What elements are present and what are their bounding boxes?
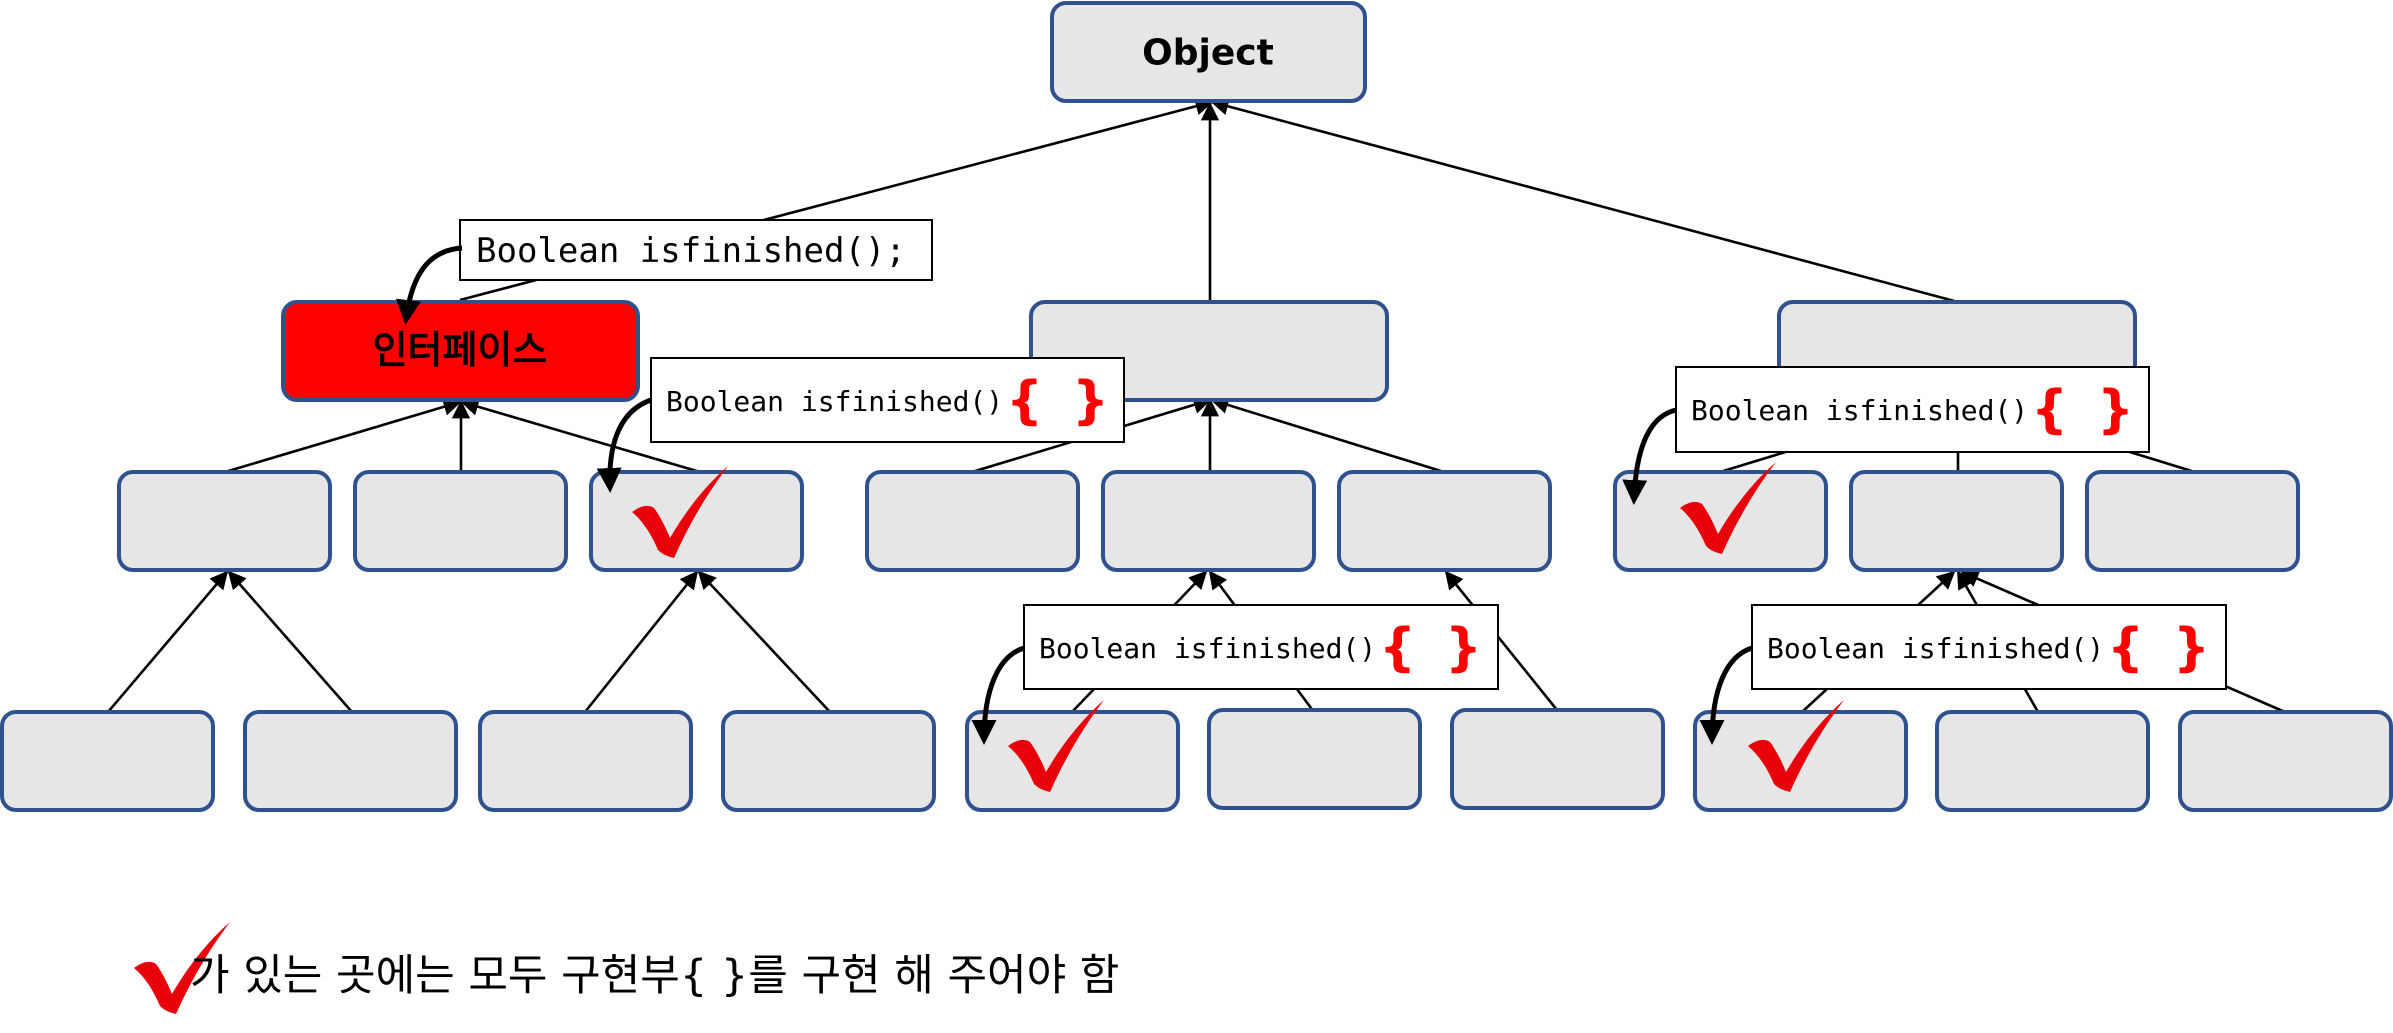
callouts: Boolean isfinished(); Boolean isfinished… [395,219,2227,745]
impl-text-left: Boolean isfinished() [666,385,1003,418]
edge-l2a-to-interface [224,397,462,474]
class-node-m2b [1101,470,1316,572]
impl-pointer-right-top [1622,407,1677,505]
impl-box-left [650,357,1125,443]
legend: 가 있는 곳에는 모두 구현부{ }를 구현 해 주어야 함 [134,922,1119,1014]
impl-pointer-left [596,397,652,493]
interface-label: 인터페이스 [373,328,548,372]
class-node-l3d [721,710,936,812]
edge-l3a-to-l2a [107,570,229,713]
class-node-r2c [2085,470,2300,572]
impl-brace-open-right-bottom: { [2107,618,2144,678]
class-node-m2a [865,470,1080,572]
impl-pointer-right-bottom [1699,645,1753,745]
legend-text: 가 있는 곳에는 모두 구현부{ }를 구현 해 주어야 함 [190,951,1119,1001]
impl-box-right-top [1675,366,2150,453]
abstract-method-callout: Boolean isfinished(); [395,219,933,325]
class-node-m2c [1337,470,1552,572]
class-node-l3b [243,710,458,812]
abstract-method-text: Boolean isfinished(); [476,231,906,271]
abstract-method-pointer [395,245,463,325]
impl-box-middle-bottom [1023,604,1499,690]
edge-l2c-to-interface [460,397,701,474]
edge-m3c-to-m2c [1444,570,1559,711]
impl-brace-open-middle-bottom: { [1379,618,1416,678]
class-node-r2b [1849,470,2064,572]
edge-l3d-to-l2c [697,570,831,713]
impl-brace-close-middle-bottom: } [1445,618,1482,678]
class-node-l2b [353,470,568,572]
impl-pointer-middle-bottom [971,645,1025,745]
impl-text-right-bottom: Boolean isfinished() [1767,632,2104,665]
class-node-r2a [1613,470,1828,572]
impl-text-middle-bottom: Boolean isfinished() [1039,632,1376,665]
impl-callout-left: Boolean isfinished() { } [596,357,1125,493]
abstract-method-box [459,219,933,281]
object-label: Object [1142,33,1274,74]
impl-brace-open-left: { [1006,371,1043,431]
impl-brace-close-right-top: } [2097,380,2134,440]
impl-text-right-top: Boolean isfinished() [1691,394,2028,427]
class-node-l3c [478,710,693,812]
impl-box-right-bottom [1751,604,2227,690]
class-node-l2c [589,470,804,572]
class-nodes: Object 인터페이스 [0,1,2393,812]
class-node-m3a [965,710,1180,812]
edge-right-to-object [1210,97,1959,304]
class-node-l3a [0,710,215,812]
object-node [1050,1,1367,103]
class-node-r3c [2178,710,2393,812]
interface-node [281,300,640,402]
impl-brace-close-left: } [1072,371,1109,431]
class-node-l2a [117,470,332,572]
class-node-m3b [1207,708,1422,810]
impl-callout-middle-bottom: Boolean isfinished() { } [971,604,1499,745]
impl-callout-right-top: Boolean isfinished() { } [1622,366,2150,505]
edge-m2c-to-middle [1210,396,1445,474]
impl-brace-open-right-top: { [2031,380,2068,440]
edge-l3b-to-l2a [227,570,353,713]
impl-callout-right-bottom: Boolean isfinished() { } [1699,604,2227,745]
edge-l3c-to-l2c [583,570,699,713]
class-node-r3b [1935,710,2150,812]
impl-brace-close-right-bottom: } [2173,618,2210,678]
class-node-m3c [1450,708,1665,810]
